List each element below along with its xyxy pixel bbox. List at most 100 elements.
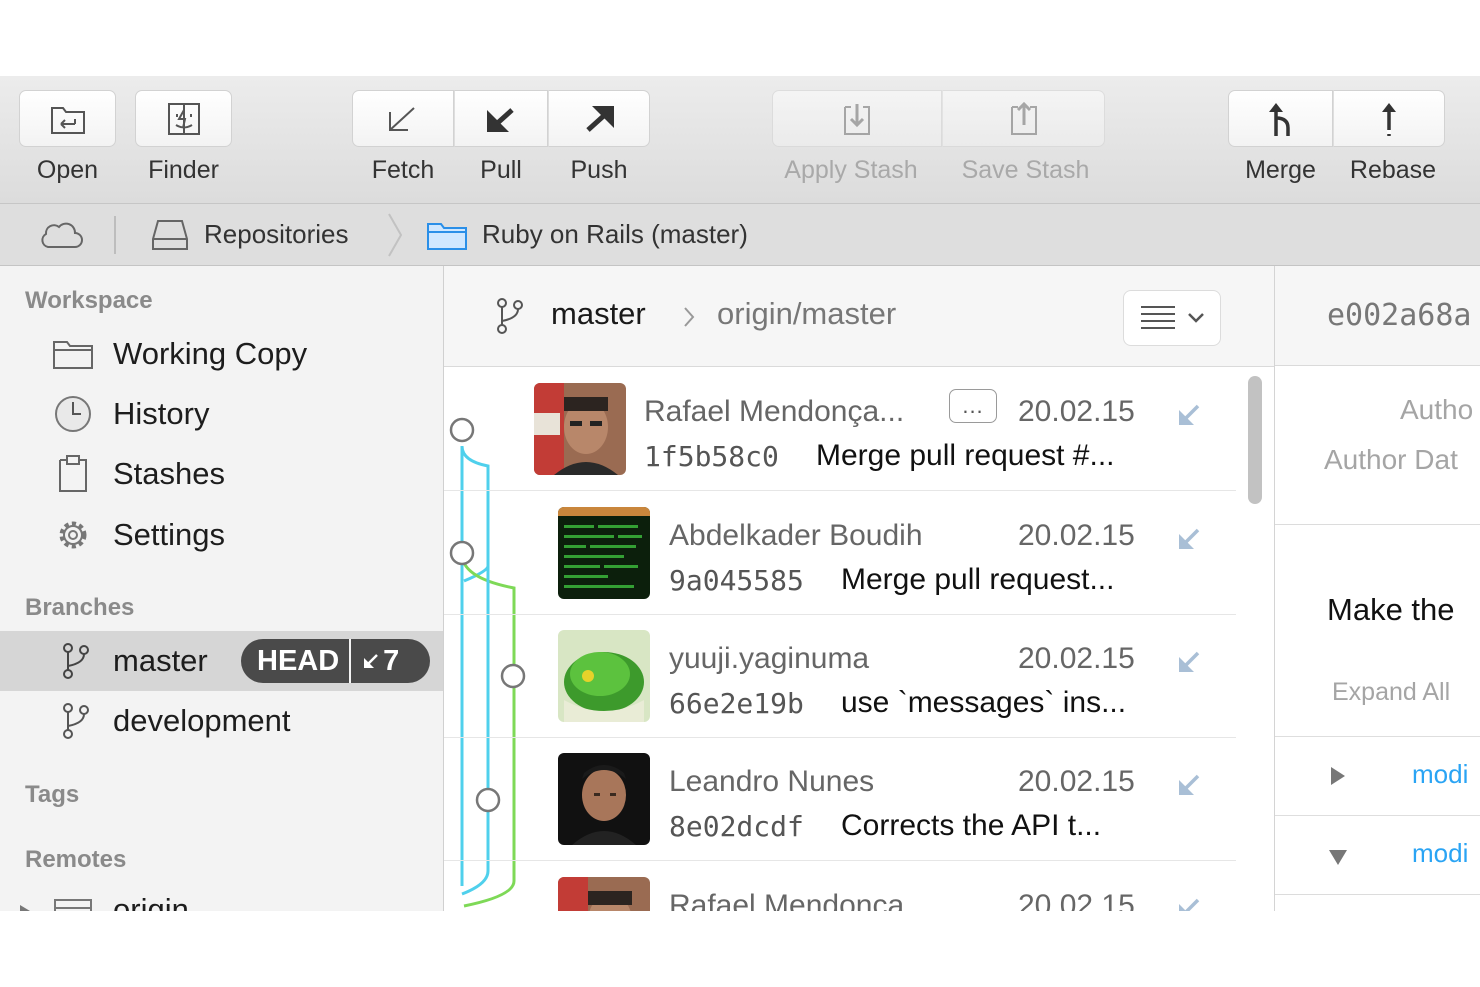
sidebar-item-stashes[interactable]: Stashes <box>0 445 443 503</box>
commit-message: Merge pull request... <box>841 563 1115 596</box>
commit-message: use `messages` ins... <box>841 686 1127 719</box>
behind-count-value: 7 <box>383 644 400 677</box>
commit-author: Rafael Mendonça... <box>644 395 905 428</box>
open-icon <box>50 106 85 134</box>
pull-button[interactable] <box>454 90 548 147</box>
incoming-arrow-icon <box>1179 774 1200 795</box>
file-row[interactable]: modi <box>1275 736 1480 815</box>
cloud-button[interactable] <box>38 204 84 265</box>
merge-button[interactable] <box>1228 90 1333 147</box>
incoming-arrow-icon <box>1179 898 1200 911</box>
commit-date: 20.02.15 <box>1018 889 1135 911</box>
cloud-icon <box>41 222 83 248</box>
pull-label: Pull <box>480 156 522 184</box>
commit-row[interactable]: yuuji.yaginuma 20.02.15 66e2e19b use `me… <box>444 614 1236 738</box>
file-row[interactable]: modi <box>1275 815 1480 894</box>
remote-group <box>352 90 650 147</box>
commit-author: Abdelkader Boudih <box>669 519 923 552</box>
branch-icon <box>497 298 523 334</box>
remote-drive-icon <box>52 890 94 911</box>
sidebar-item-label: History <box>113 396 210 431</box>
avatar <box>558 630 650 722</box>
commit-message: Corrects the API t... <box>841 809 1102 842</box>
commit-node <box>449 540 475 566</box>
repo-crumb[interactable]: Ruby on Rails (master) <box>426 204 748 265</box>
commit-title: Make the <box>1327 592 1455 627</box>
commit-date: 20.02.15 <box>1018 519 1135 552</box>
open-label: Open <box>36 156 99 184</box>
branch-label: development <box>113 703 291 738</box>
disclosure-triangle-right-icon[interactable] <box>1327 765 1349 787</box>
sidebar-item-settings[interactable]: Settings <box>0 506 443 564</box>
remote-label: origin <box>113 892 189 911</box>
detail-sha: e002a68a <box>1327 298 1472 333</box>
expand-all-button[interactable]: Expand All <box>1332 678 1451 706</box>
folder-icon <box>52 334 94 374</box>
sidebar-item-branch-master[interactable]: master HEAD 7 <box>0 631 443 691</box>
detail-header: e002a68a <box>1275 266 1480 366</box>
avatar <box>558 753 650 845</box>
detail-divider <box>1275 894 1480 895</box>
commit-row[interactable]: Leandro Nunes 20.02.15 8e02dcdf Corrects… <box>444 737 1236 861</box>
repositories-label: Repositories <box>204 219 349 249</box>
commit-detail-pane: e002a68a Autho Author Dat Make the Expan… <box>1275 266 1480 911</box>
push-button[interactable] <box>548 90 650 147</box>
commit-author: Rafael Mendonca... <box>669 889 930 911</box>
repositories-crumb[interactable]: Repositories <box>150 204 349 265</box>
pull-icon <box>487 107 514 132</box>
disclosure-triangle-down-icon[interactable] <box>1327 846 1349 868</box>
upstream-branch[interactable]: origin/master <box>717 296 897 331</box>
merge-label: Merge <box>1245 156 1316 184</box>
branch-icon <box>55 701 97 741</box>
path-separator <box>385 204 405 265</box>
current-branch[interactable]: master <box>551 296 646 331</box>
disclosure-triangle-icon[interactable] <box>17 903 33 911</box>
clock-icon <box>52 394 94 434</box>
fetch-button[interactable] <box>352 90 454 147</box>
save-stash-label: Save Stash <box>961 156 1090 184</box>
commit-graph <box>449 417 526 908</box>
sidebar-item-history[interactable]: History <box>0 385 443 443</box>
remotes-heading: Remotes <box>25 846 127 873</box>
scrollbar-thumb[interactable] <box>1248 376 1262 504</box>
commit-date: 20.02.15 <box>1018 395 1135 428</box>
merge-icon <box>1268 102 1290 136</box>
repo-label: Ruby on Rails (master) <box>482 219 748 249</box>
rebase-label: Rebase <box>1349 156 1437 184</box>
finder-button[interactable] <box>135 90 232 147</box>
app-window: Open Finder Fetch Pull Push Apply Stash … <box>0 76 1480 911</box>
incoming-arrow-icon <box>1179 528 1200 549</box>
finder-group <box>135 90 232 147</box>
commit-row[interactable]: Rafael Mendonça... ... 20.02.15 1f5b58c0… <box>444 367 1236 491</box>
apply-stash-icon <box>844 103 870 135</box>
sidebar-item-branch-development[interactable]: development <box>0 692 443 750</box>
commit-node <box>500 663 526 689</box>
chevron-right-icon <box>388 213 403 256</box>
author-label: Autho <box>1400 394 1474 425</box>
avatar <box>558 507 650 599</box>
blue-folder-icon <box>427 222 467 250</box>
commit-list-scrollbar[interactable] <box>1244 366 1266 911</box>
save-stash-button[interactable] <box>942 90 1105 147</box>
tags-heading: Tags <box>25 781 80 808</box>
avatar <box>558 877 650 911</box>
finder-icon <box>167 102 200 135</box>
commit-row[interactable]: Abdelkader Boudih 20.02.15 9a045585 Merg… <box>444 491 1236 615</box>
sidebar-item-working-copy[interactable]: Working Copy <box>0 325 443 383</box>
sidebar-item-remote-origin[interactable]: origin <box>0 881 443 911</box>
list-view-menu-button[interactable] <box>1123 290 1221 346</box>
fetch-label: Fetch <box>371 156 435 184</box>
commit-row[interactable]: Rafael Mendonca... 20.02.15 <box>444 861 1236 911</box>
commit-sha: 1f5b58c0 <box>644 440 779 473</box>
open-button[interactable] <box>19 90 116 147</box>
apply-stash-button[interactable] <box>772 90 942 147</box>
detail-divider <box>1275 524 1480 525</box>
branches-heading: Branches <box>25 594 135 621</box>
rebase-button[interactable] <box>1333 90 1445 147</box>
commit-author: Leandro Nunes <box>669 765 875 798</box>
more-branches-button[interactable]: ... <box>949 389 997 423</box>
commit-node <box>475 787 501 813</box>
commit-node <box>449 417 475 443</box>
avatar <box>534 383 626 475</box>
sidebar: Workspace Working Copy History Stashes <box>0 266 444 911</box>
